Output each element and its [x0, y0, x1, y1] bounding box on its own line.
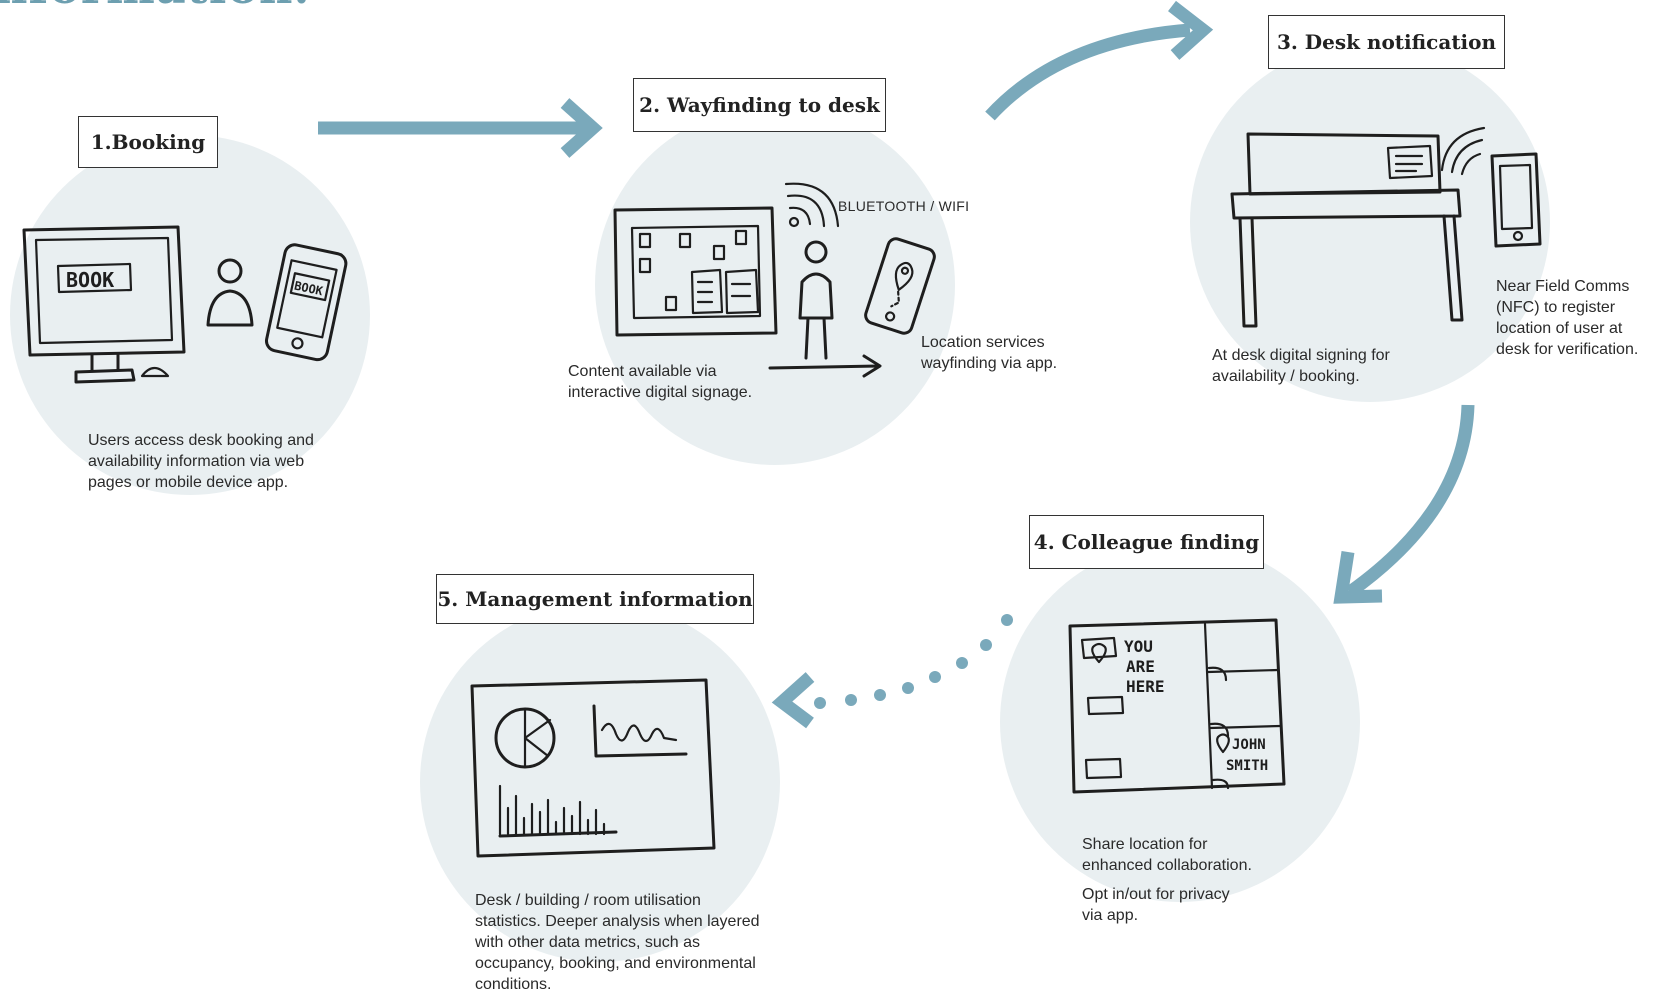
caption-line: occupancy, booking, and environmental — [475, 955, 756, 972]
analytics-dashboard-icon — [470, 678, 716, 858]
monitor-book-text: BOOK — [66, 268, 114, 292]
phone-book-text: BOOK — [293, 279, 325, 299]
step-title-management: 5. Management information — [436, 574, 754, 624]
caption-line: Near Field Comms — [1496, 278, 1630, 295]
caption-line: (NFC) to register — [1496, 299, 1616, 316]
bluetooth-wifi-label: BLUETOOTH / WIFI — [838, 198, 970, 214]
caption-wayfinding-app: Location services wayfinding via app. — [921, 332, 1101, 374]
caption-line: Desk / building / room utilisation — [475, 892, 701, 909]
dotted-arrow-4-to-5 — [814, 614, 1013, 709]
digital-signage-map-icon — [613, 206, 778, 337]
map-are-text: ARE — [1126, 657, 1155, 676]
map-john-text: JOHN — [1232, 737, 1266, 753]
step-title-desk-notification: 3. Desk notification — [1268, 15, 1505, 69]
arrow-3-to-4 — [1346, 404, 1475, 598]
caption-line: Location services — [921, 334, 1045, 351]
caption-line: location of user at — [1496, 320, 1623, 337]
caption-line: Opt in/out for privacy — [1082, 886, 1230, 903]
map-smith-text: SMITH — [1226, 758, 1268, 774]
mobile-phone-icon: BOOK — [264, 243, 348, 362]
arrowhead-3-to-4 — [1333, 551, 1383, 604]
step-title-wayfinding: 2. Wayfinding to desk — [633, 78, 886, 132]
caption-line: enhanced collaboration. — [1082, 857, 1252, 874]
circle-booking — [10, 135, 370, 495]
caption-line: pages or mobile device app. — [88, 474, 289, 491]
caption-line: interactive digital signage. — [568, 384, 753, 401]
step-title-colleague-finding: 4. Colleague finding — [1029, 515, 1264, 569]
person-walking-icon — [768, 240, 882, 378]
desk-icon — [1230, 132, 1464, 328]
caption-line: conditions. — [475, 976, 552, 993]
caption-line: At desk digital signing for — [1212, 347, 1390, 364]
user-icon — [206, 258, 254, 327]
caption-colleague-privacy: Opt in/out for privacy via app. — [1082, 884, 1282, 926]
arrowhead-1-to-2 — [560, 98, 603, 158]
background-circles — [10, 42, 1550, 962]
caption-line: Content available via — [568, 363, 717, 380]
map-here-text: HERE — [1126, 677, 1165, 696]
caption-line: via app. — [1082, 907, 1139, 924]
page-title: nformation. — [0, 0, 311, 14]
caption-management: Desk / building / room utilisation stati… — [475, 890, 805, 995]
caption-line: wayfinding via app. — [921, 355, 1058, 372]
caption-line: availability / booking. — [1212, 368, 1360, 385]
caption-line: with other data metrics, such as — [475, 934, 700, 951]
map-you-text: YOU — [1124, 637, 1153, 656]
arrow-2-to-3 — [985, 23, 1191, 121]
caption-line: Share location for — [1082, 836, 1208, 853]
caption-booking: Users access desk booking and availabili… — [88, 430, 348, 493]
caption-line: availability information via web — [88, 453, 305, 470]
circle-management — [420, 602, 780, 962]
caption-line: Users access desk booking and — [88, 432, 314, 449]
arrowhead-4-to-5 — [771, 672, 815, 729]
circle-colleague — [1000, 542, 1360, 902]
phone-location-icon — [864, 237, 936, 335]
computer-monitor-icon: BOOK — [22, 225, 186, 384]
step-title-booking: 1.Booking — [78, 116, 218, 168]
floor-map-icon: YOU ARE HERE JOHN SMITH — [1068, 618, 1286, 794]
wifi-signal-icon — [784, 182, 840, 228]
caption-desk-signing: At desk digital signing for availability… — [1212, 345, 1432, 387]
flow-arrows — [318, 0, 1475, 729]
caption-line: desk for verification. — [1496, 341, 1639, 358]
arrowhead-2-to-3 — [1168, 0, 1214, 60]
caption-line: statistics. Deeper analysis when layered — [475, 913, 760, 930]
nfc-signal-icon — [1440, 126, 1486, 176]
phone-nfc-icon — [1490, 152, 1542, 248]
caption-desk-nfc: Near Field Comms (NFC) to register locat… — [1496, 276, 1666, 360]
caption-wayfinding-signage: Content available via interactive digita… — [568, 361, 788, 403]
caption-colleague-share: Share location for enhanced collaboratio… — [1082, 834, 1282, 876]
